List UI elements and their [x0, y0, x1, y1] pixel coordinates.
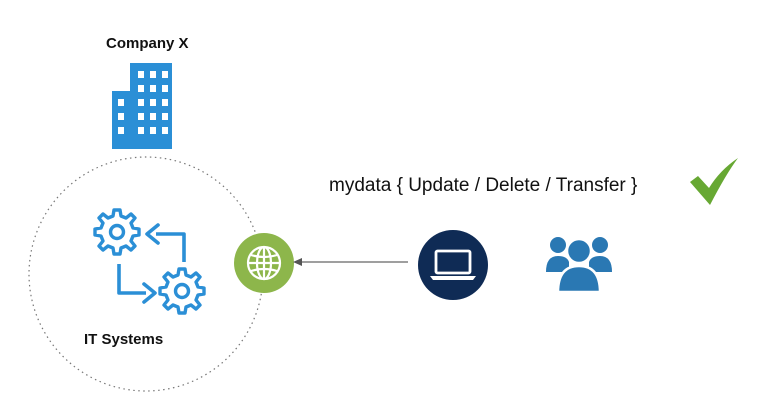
it-systems-label: IT Systems [84, 331, 164, 348]
laptop-icon [418, 230, 488, 300]
globe-icon [234, 233, 294, 293]
connector-arrow [293, 258, 408, 266]
checkmark-icon [690, 158, 738, 205]
office-building-icon [112, 63, 172, 149]
user-group-icon [546, 237, 612, 294]
gear-icon [93, 208, 141, 256]
gear-icon [158, 267, 206, 315]
gears-cycle-icon [93, 208, 206, 315]
data-action-text: mydata { Update / Delete / Transfer } [329, 175, 638, 196]
company-name: Company X [106, 35, 189, 52]
